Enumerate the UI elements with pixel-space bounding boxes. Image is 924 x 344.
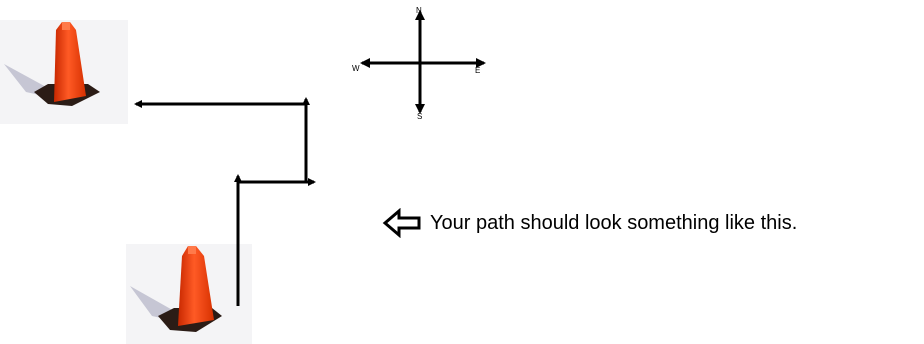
caption: Your path should look something like thi…: [382, 208, 797, 238]
compass-label-west: W: [352, 64, 360, 73]
hollow-arrow-left-icon: [382, 208, 421, 238]
compass-label-north: N: [416, 6, 422, 15]
path-route: [134, 97, 316, 306]
compass-rose: [360, 10, 486, 114]
traffic-cone-start-icon: [126, 244, 252, 344]
compass-label-south: S: [417, 112, 422, 121]
compass-label-east: E: [475, 66, 480, 75]
traffic-cone-end-icon: [0, 20, 128, 124]
caption-text: Your path should look something like thi…: [430, 212, 798, 234]
